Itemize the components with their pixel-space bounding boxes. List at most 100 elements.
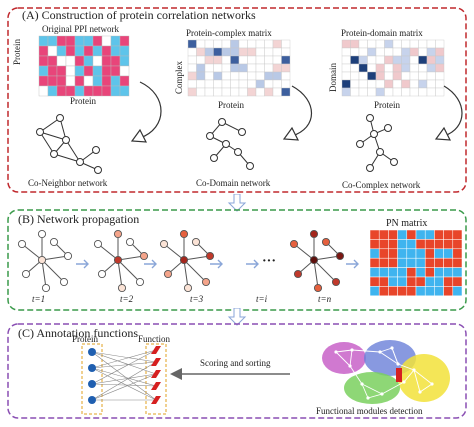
- matrix-cell: [418, 63, 428, 73]
- matrix-cell: [247, 47, 257, 57]
- graph-node: [76, 158, 84, 166]
- matrix-cell: [281, 47, 291, 57]
- module-node: [390, 346, 394, 350]
- matrix-cell: [65, 75, 76, 87]
- propagation-arrows: [76, 259, 359, 269]
- matrix-cell: [435, 63, 445, 73]
- graph-node: [21, 269, 31, 279]
- module-node: [380, 392, 384, 396]
- graph-node: [63, 251, 73, 261]
- graph-edge: [39, 131, 67, 141]
- panel-c-title: (C) Annotation functions: [18, 326, 138, 340]
- function-column-label: Function: [138, 334, 171, 344]
- matrix-cell: [264, 47, 274, 57]
- matrix-cell: [434, 267, 444, 278]
- complex-xlabel: Protein: [218, 100, 244, 110]
- graph-node: [59, 277, 69, 287]
- panel-a: (A) Construction of protein correlation …: [0, 0, 474, 196]
- matrix-cell: [409, 47, 419, 57]
- matrix-cell: [378, 267, 389, 278]
- co-neighbor-label: Co-Neighbor network: [28, 178, 108, 188]
- matrix-cell: [204, 71, 214, 81]
- matrix-cell: [119, 35, 130, 47]
- matrix-cell: [415, 257, 426, 268]
- module-edge: [361, 383, 369, 399]
- matrix-cell: [187, 63, 197, 73]
- arrow-a-b: [227, 194, 247, 212]
- matrix-cell: [92, 55, 103, 67]
- matrix-cell: [367, 71, 377, 81]
- matrix-cell: [392, 71, 402, 81]
- graph-node: [289, 239, 299, 249]
- matrix-cell: [369, 248, 380, 259]
- matrix-cell: [341, 39, 351, 49]
- matrix-cell: [56, 45, 67, 57]
- graph-edge: [117, 255, 145, 261]
- graph-edge: [39, 117, 61, 133]
- matrix-cell: [452, 257, 463, 268]
- down-arrow-icon: [227, 308, 247, 326]
- matrix-cell: [74, 75, 85, 87]
- matrix-cell: [119, 85, 130, 97]
- panel-c-graphics: [7, 323, 467, 419]
- matrix-cell: [358, 39, 368, 49]
- matrix-cell: [238, 63, 248, 73]
- matrix-cell: [350, 87, 360, 97]
- matrix-cell: [38, 35, 49, 47]
- matrix-cell: [230, 79, 240, 89]
- graph-node: [50, 150, 58, 158]
- matrix-cell: [350, 39, 360, 49]
- matrix-cell: [101, 75, 112, 87]
- graph-node: [191, 237, 201, 247]
- matrix-cell: [83, 75, 94, 87]
- graph-node: [335, 251, 345, 261]
- step-label-n: t=n: [318, 294, 332, 304]
- matrix-cell: [435, 39, 445, 49]
- module-edge: [413, 369, 421, 393]
- matrix-cell: [378, 257, 389, 268]
- module-edge: [349, 365, 363, 385]
- graph-node: [62, 136, 70, 144]
- matrix-cell: [38, 55, 49, 67]
- matrix-cell: [92, 65, 103, 77]
- panel-a-title: (A) Construction of protein correlation …: [22, 8, 256, 22]
- matrix-cell: [341, 47, 351, 57]
- matrix-cell: [213, 71, 223, 81]
- matrix-cell: [406, 267, 417, 278]
- graph-edge: [41, 259, 65, 283]
- matrix-cell: [47, 35, 58, 47]
- panel-a-graphics: [7, 7, 467, 193]
- matrix-cell: [272, 87, 282, 97]
- matrix-cell: [392, 79, 402, 89]
- function-node: [151, 346, 161, 354]
- matrix-cell: [247, 63, 257, 73]
- matrix-cell: [358, 47, 368, 57]
- matrix-cell: [110, 65, 121, 77]
- matrix-cell: [397, 276, 408, 287]
- matrix-cell: [452, 229, 463, 240]
- matrix-cell: [409, 79, 419, 89]
- matrix-cell: [367, 63, 377, 73]
- function-node: [151, 396, 161, 404]
- matrix-cell: [204, 47, 214, 57]
- panel-c-border: [7, 323, 467, 419]
- matrix-cell: [426, 79, 436, 89]
- step-label-1: t=1: [32, 294, 46, 304]
- matrix-cell: [401, 63, 411, 73]
- matrix-cell: [47, 65, 58, 77]
- matrix-cell: [434, 286, 444, 297]
- graph-node: [313, 283, 323, 293]
- graph-edge: [117, 259, 123, 289]
- matrix-cell: [119, 65, 130, 77]
- matrix-cell: [426, 63, 436, 73]
- matrix-cell: [358, 87, 368, 97]
- matrix-cell: [350, 63, 360, 73]
- matrix-cell: [221, 79, 231, 89]
- matrix-cell: [213, 47, 223, 57]
- matrix-cell: [101, 35, 112, 47]
- panel-b-graphics: [7, 209, 467, 311]
- matrix-cell: [272, 63, 282, 73]
- module-blob: [344, 372, 400, 404]
- graph-node: [376, 148, 384, 156]
- matrix-cell: [238, 55, 248, 65]
